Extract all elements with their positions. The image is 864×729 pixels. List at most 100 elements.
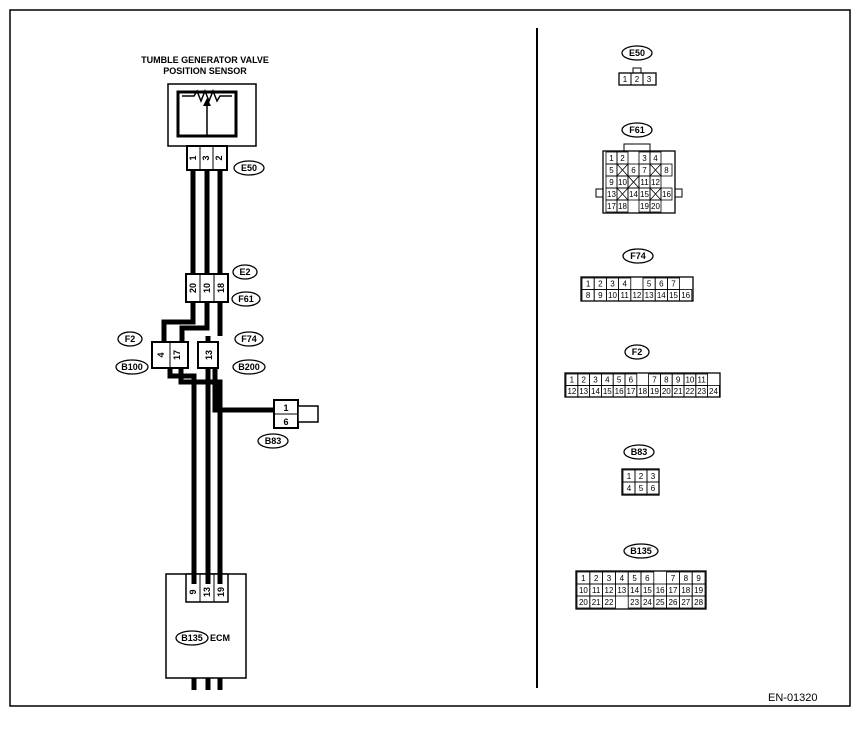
pin-number: 14 [630, 586, 639, 595]
label-f2-tag [117, 331, 143, 347]
pin-number: 12 [605, 586, 614, 595]
connector-cell [649, 199, 662, 213]
pin-number: 17 [669, 586, 678, 595]
pin-number: 8 [664, 376, 669, 385]
label-f61-tag [231, 291, 261, 307]
pin-number: 21 [674, 387, 683, 396]
blank-cavity-icon [616, 163, 629, 177]
label-e2-tag [232, 264, 258, 280]
sensor-body [167, 83, 257, 147]
connector-cell [616, 199, 629, 213]
pin-number: 19 [640, 202, 649, 211]
pin-number: 20 [651, 202, 660, 211]
e50-cell: 2 [635, 75, 640, 84]
connector-cell [646, 481, 660, 495]
pin-number: 15 [669, 291, 678, 300]
label-f61: F61 [238, 294, 254, 304]
pin-number: 8 [684, 574, 689, 583]
pin-number: 16 [662, 190, 671, 199]
pin-number: 24 [709, 387, 718, 396]
pin-number: 14 [591, 387, 600, 396]
pin-number: 12 [651, 178, 660, 187]
harness-upper [190, 170, 223, 274]
figure-code: EN-01320 [768, 692, 818, 704]
pin-number: 2 [598, 280, 603, 289]
pin-number: 17 [626, 387, 635, 396]
e50-cell: 1 [623, 75, 628, 84]
pin-number: 10 [685, 376, 694, 385]
pin-number: 16 [615, 387, 624, 396]
pin-number: 8 [664, 166, 669, 175]
label-b100-tag [115, 359, 149, 375]
label-e50: E50 [241, 163, 257, 173]
page-frame [9, 9, 851, 707]
pin-number: 7 [671, 574, 676, 583]
joint-e2-f61: 20 10 18 [185, 273, 229, 303]
pin-number: 1 [627, 472, 632, 481]
connector-cell [602, 595, 616, 609]
pin-number: 9 [676, 376, 681, 385]
label-ecm: ECM [210, 633, 230, 643]
pin-number: 4 [627, 484, 632, 493]
pin-number: 7 [642, 166, 647, 175]
pin-number: 19 [694, 586, 703, 595]
ecm-pin-9: 9 [188, 589, 198, 594]
label-b200: B200 [238, 362, 260, 372]
sensor-title-line2: POSITION SENSOR [163, 66, 247, 76]
label-e50-tag [233, 160, 265, 176]
pin-number: 9 [609, 178, 614, 187]
pin-number: 16 [656, 586, 665, 595]
pin-number: 22 [685, 387, 694, 396]
sensor-connector: 1 3 2 [186, 145, 228, 171]
pin-number: 16 [681, 291, 690, 300]
view-f2-name: F2 [632, 347, 643, 357]
pin-number: 2 [620, 154, 625, 163]
connector-cell [679, 289, 693, 302]
pin-number: 11 [592, 586, 601, 595]
wiper-arrow-icon [203, 98, 211, 106]
pin-number: 5 [617, 376, 622, 385]
connector-cell [707, 385, 720, 398]
connector-cell [691, 595, 706, 609]
pin-number: 12 [632, 291, 641, 300]
label-b83-tag [257, 433, 289, 449]
pin-number: 27 [681, 598, 690, 607]
pin-number: 14 [657, 291, 666, 300]
view-e50-name: E50 [629, 48, 645, 58]
view-f74-name: F74 [630, 251, 646, 261]
connector-cell [660, 163, 673, 177]
potentiometer-icon [182, 88, 232, 104]
pin-number: 15 [603, 387, 612, 396]
pin-number: 6 [629, 376, 634, 385]
pin-number: 1 [609, 154, 614, 163]
pin-number: 5 [632, 574, 637, 583]
b83-pin-1: 1 [283, 403, 288, 413]
ecm-unit: 9 13 19 B135 ECM [165, 570, 247, 679]
pin-number: 28 [694, 598, 703, 607]
connector-cell [660, 187, 673, 201]
label-e2: E2 [239, 267, 250, 277]
pin-number: 1 [586, 280, 591, 289]
label-b83: B83 [265, 436, 282, 446]
pin-number: 24 [643, 598, 652, 607]
label-b200-tag [232, 359, 266, 375]
label-b100: B100 [121, 362, 143, 372]
pin-number: 10 [579, 586, 588, 595]
pin-number: 19 [650, 387, 659, 396]
pin-number: 10 [608, 291, 617, 300]
ecm-pin-19: 19 [216, 587, 226, 597]
joint-pin-17: 17 [172, 350, 182, 360]
pin-number: 3 [651, 472, 656, 481]
pin-number: 8 [586, 291, 591, 300]
pin-number: 15 [643, 586, 652, 595]
pin-number: 11 [621, 291, 630, 300]
joint-pin-18: 18 [216, 283, 226, 293]
label-f74-tag [234, 331, 264, 347]
pin-number: 15 [640, 190, 649, 199]
blank-cavity-icon [649, 187, 662, 201]
pin-number: 3 [607, 574, 612, 583]
